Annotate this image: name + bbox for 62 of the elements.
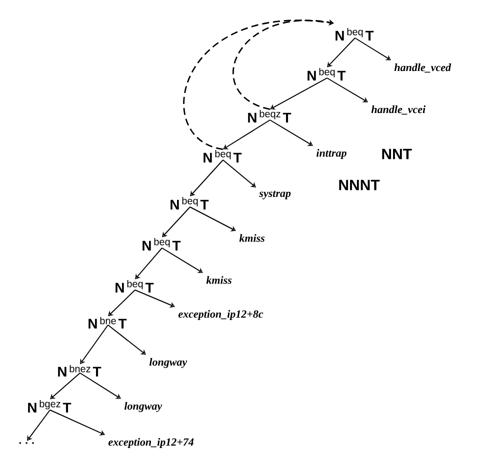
edge-label: N (28, 402, 36, 412)
arrow (27, 410, 50, 441)
branch-label: beq (347, 28, 363, 38)
target-label: exception_ip12+8c (178, 310, 264, 320)
edge-label: N (204, 152, 212, 162)
target-label: longway (124, 402, 162, 412)
branch-label: bnez (70, 364, 90, 372)
edge-label: T (172, 240, 181, 250)
edge-label: T (92, 366, 102, 376)
arrow (108, 290, 136, 316)
arrow (190, 206, 236, 232)
target-label: handle_vced (394, 63, 452, 73)
arrow (327, 38, 356, 68)
dashed-arrow (232, 19, 334, 110)
target-label: inttrap (316, 149, 346, 159)
edge-label: N (248, 112, 256, 122)
target-label: kmiss (206, 276, 232, 284)
edge-label: N (170, 200, 179, 210)
arrow (190, 160, 224, 196)
edge-label: T (200, 200, 209, 210)
branch-label: beq (319, 68, 335, 78)
target-label: . . . (19, 442, 34, 444)
arrow (162, 206, 190, 238)
branch-label: bgez (40, 400, 60, 410)
edge-label: N (142, 240, 151, 250)
arrow (270, 120, 313, 146)
target-label: exception_ip12+74 (108, 438, 194, 448)
branch-label: beqz (260, 110, 280, 120)
arrow (162, 248, 203, 273)
branch-label: beq (215, 150, 231, 160)
target-label: longway (149, 358, 188, 368)
edge-label: N (308, 70, 316, 80)
edge-label: T (62, 402, 72, 412)
branch-label: beq (182, 196, 198, 206)
edge-label: T (337, 70, 346, 80)
arrow (80, 324, 108, 364)
edge-label: T (365, 30, 374, 40)
dashed-arrow (183, 20, 334, 150)
branch-label: beq (154, 238, 170, 248)
edge-label: T (233, 152, 242, 162)
arrow (223, 120, 270, 150)
edge-label: N (58, 366, 66, 376)
target-label: systrap (259, 190, 291, 200)
edge-label: N (88, 318, 97, 328)
edge-label: N (336, 30, 344, 40)
target-label: handle_vcei (371, 105, 426, 115)
path-label: NNNT (339, 180, 380, 190)
arrow (326, 78, 368, 102)
arrow (354, 38, 391, 60)
branch-label: beq (127, 280, 143, 290)
arrow (270, 78, 328, 110)
edge-label: N (116, 282, 124, 292)
arrow (50, 372, 80, 400)
edge-label: T (118, 318, 127, 328)
target-label: kmiss (239, 234, 265, 242)
edge-label: T (282, 112, 292, 122)
edge-label: T (145, 282, 154, 292)
path-label: NNT (382, 148, 412, 160)
arrow (135, 248, 162, 280)
arrow (108, 324, 146, 355)
arrow (80, 372, 121, 399)
branch-label: bne (100, 316, 116, 324)
